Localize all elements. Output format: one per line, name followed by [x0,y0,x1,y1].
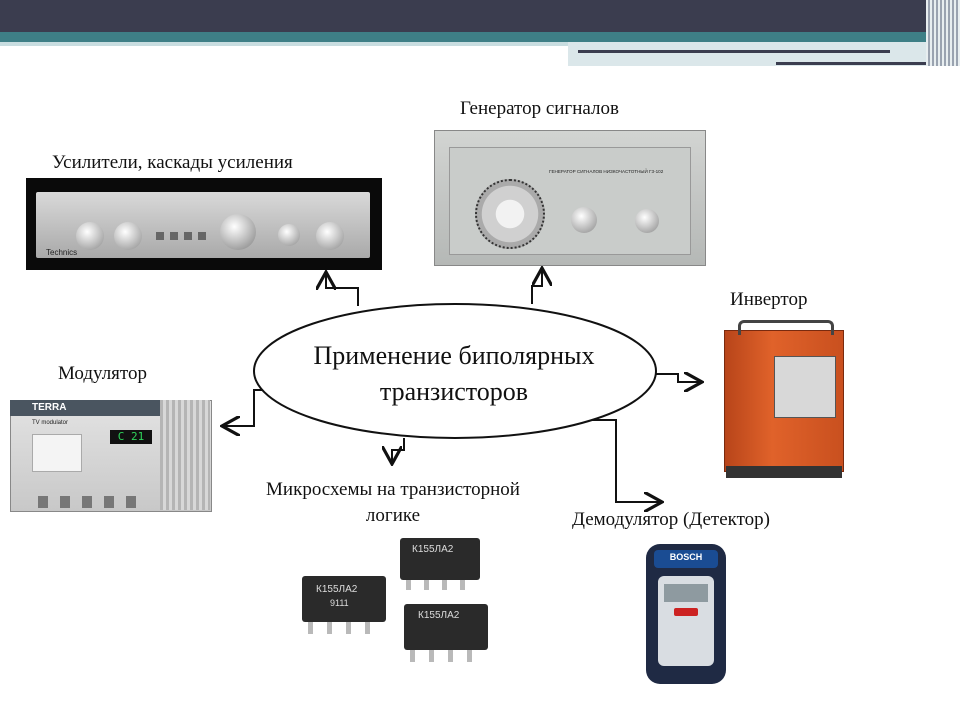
inverter-image [714,316,870,492]
modulator-connectors [38,496,148,508]
amplifier-image: Technics [26,178,382,270]
chip-3-marking: К155ЛА2 [418,610,460,621]
generator-image: ГЕНЕРАТОР СИГНАЛОВ НИЗКОЧАСТОТНЫЙ Г3-102 [434,130,706,266]
label-inverter: Инвертор [730,289,808,310]
modulator-heatsink [160,400,210,510]
arrow-to-inverter [656,374,700,382]
label-modulator: Модулятор [58,363,147,384]
chip-2-marking: К155ЛА2 [412,544,454,555]
inverter-handle [738,320,834,335]
modulator-label-panel [32,434,82,472]
central-title: Применение биполярных транзисторов [258,338,650,410]
label-microchips-line2: логике [365,505,421,526]
modulator-brand-strip [10,400,160,416]
demodulator-brand-band [654,550,718,568]
label-microchips: Микросхемы на транзисторной логике [232,477,554,529]
arrow-to-modulator [224,389,266,426]
amplifier-knob-3 [220,214,256,250]
central-title-line2: транзисторов [379,377,529,406]
header-teal-band [0,32,960,42]
arrow-to-amplifier [326,274,359,306]
demodulator-indicator [674,608,698,616]
chip-2 [400,538,480,580]
label-amplifier: Усилители, каскады усиления [52,152,293,173]
label-demodulator: Демодулятор (Детектор) [572,509,771,530]
header-right-line-2 [776,62,942,65]
header-stripes [926,0,960,66]
chip-1-pins [308,622,382,634]
generator-knob-1 [571,207,597,233]
modulator-model: TV modulator [32,420,69,426]
chip-1 [302,576,386,622]
header-light-band [0,42,960,46]
chip-3-pins [410,650,484,662]
amplifier-knob-4 [278,224,300,246]
inverter-base [726,466,842,478]
arrow-to-microchips [392,438,405,462]
arrow-to-demodulator [568,419,660,502]
chip-3 [404,604,488,650]
demodulator-image: BOSCH [646,544,726,684]
chip-1-code: 9111 [330,598,349,608]
amplifier-brand: Technics [46,248,78,257]
amplifier-knob-5 [316,222,344,250]
header-right-line-1 [578,50,890,53]
demodulator-screen [664,584,708,602]
amplifier-buttons [156,232,206,240]
central-ellipse [253,303,657,439]
arrow-to-generator [531,270,542,304]
demodulator-brand: BOSCH [669,552,703,562]
label-generator: Генератор сигналов [460,98,619,119]
header-dark-band [0,0,960,32]
generator-knob-2 [635,209,659,233]
label-microchips-line1: Микросхемы на транзисторной [266,479,520,500]
amplifier-knob-1 [76,222,104,250]
generator-dial [475,179,545,249]
central-title-line1: Применение биполярных [313,341,595,370]
amplifier-knob-2 [114,222,142,250]
modulator-display: C 21 [110,430,152,444]
modulator-brand: TERRA [32,402,67,413]
modulator-image: TERRA TV modulator C 21 [10,400,220,526]
generator-plate: ГЕНЕРАТОР СИГНАЛОВ НИЗКОЧАСТОТНЫЙ Г3-102 [549,169,664,174]
chip-1-marking: К155ЛА2 [316,584,358,595]
chip-2-pins [406,580,476,590]
microchips-image: К155ЛА2 9111 К155ЛА2 К155ЛА2 [286,534,496,702]
inverter-panel [774,356,836,418]
